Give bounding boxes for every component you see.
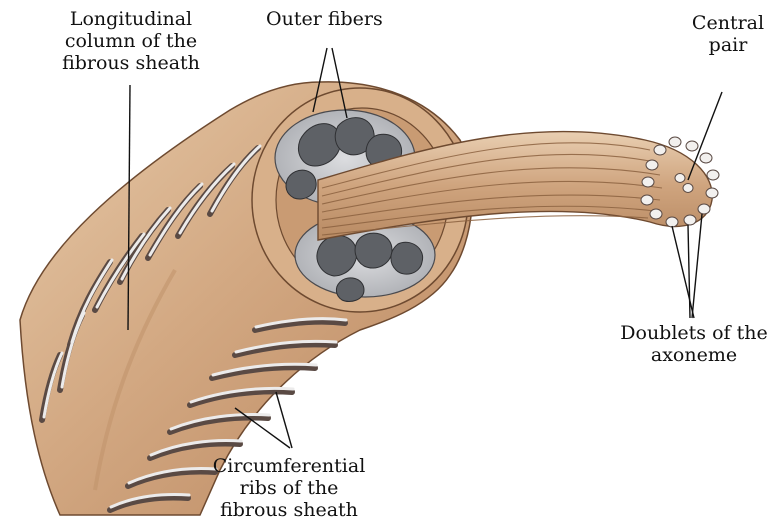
leader-doublets-1 xyxy=(688,225,690,318)
label-longitudinal-column: Longitudinal column of the fibrous sheat… xyxy=(56,8,206,74)
label-circumferential-ribs: Circumferential ribs of the fibrous shea… xyxy=(200,455,378,521)
leader-doublets-2 xyxy=(692,214,702,318)
leader-central-pair xyxy=(688,92,722,180)
label-doublets: Doublets of the axoneme xyxy=(614,322,774,366)
label-central-pair: Central pair xyxy=(688,12,768,56)
leader-doublets-3 xyxy=(672,226,694,318)
label-outer-fibers: Outer fibers xyxy=(266,8,383,30)
